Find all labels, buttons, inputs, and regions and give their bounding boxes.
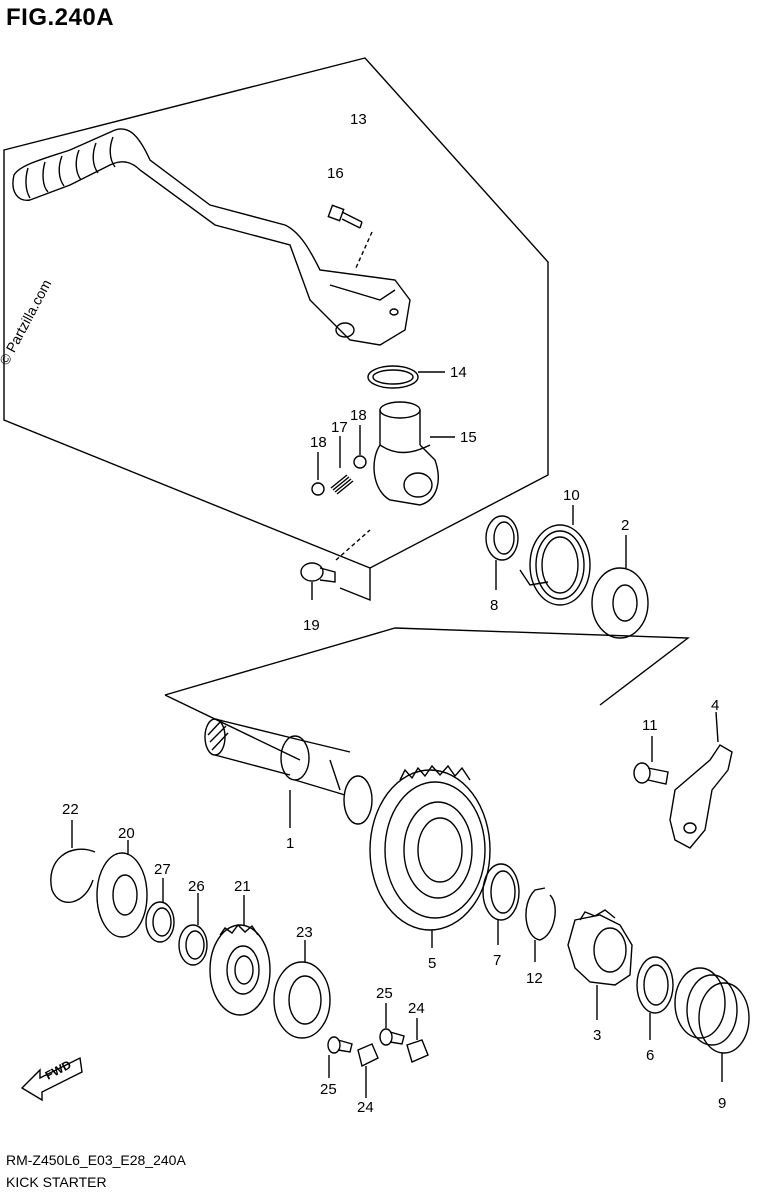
plate-24b <box>406 1018 429 1063</box>
kick-shaft-1 <box>204 718 373 828</box>
bolt-25b <box>379 1003 405 1046</box>
callout-19: 19 <box>303 617 320 634</box>
bolt-11 <box>633 736 669 785</box>
callout-24a: 24 <box>357 1099 374 1116</box>
callout-13: 13 <box>350 111 367 128</box>
callout-20: 20 <box>118 825 135 842</box>
kick-gear-5 <box>369 764 491 948</box>
callouts: 13 16 14 15 18 17 18 10 2 8 19 4 11 1 22… <box>62 111 726 1116</box>
fwd-arrow: FWD <box>20 1056 83 1102</box>
guide-plate-4 <box>669 711 733 849</box>
circlip-12 <box>525 887 556 962</box>
callout-24b: 24 <box>408 1000 425 1017</box>
washer-23 <box>273 940 331 1039</box>
spring-17 <box>330 474 354 495</box>
callout-16: 16 <box>327 165 344 182</box>
callout-18b: 18 <box>350 407 367 424</box>
kick-lever-frame-lower <box>339 568 371 602</box>
callout-22: 22 <box>62 801 79 818</box>
kick-shaft-15 <box>373 401 455 506</box>
o-ring-14 <box>367 365 419 389</box>
bolt-25a <box>327 1036 353 1078</box>
callout-27: 27 <box>154 861 171 878</box>
callout-11: 11 <box>642 717 658 734</box>
ball-18a <box>311 482 325 496</box>
callout-3: 3 <box>593 1027 601 1044</box>
callout-14: 14 <box>450 364 467 381</box>
plate-20 <box>96 840 148 938</box>
washer-27 <box>145 878 175 943</box>
circlip-22 <box>50 820 96 903</box>
washer-26 <box>178 893 208 966</box>
callout-7: 7 <box>493 952 501 969</box>
callout-23: 23 <box>296 924 313 941</box>
shaft-frame <box>164 627 690 761</box>
callout-10: 10 <box>563 487 580 504</box>
section-title: KICK STARTER <box>6 1174 107 1190</box>
washer-6 <box>636 956 674 1040</box>
bolt-16 <box>327 204 373 271</box>
callout-6: 6 <box>646 1047 654 1064</box>
kick-lever <box>12 128 411 346</box>
callout-2: 2 <box>621 517 629 534</box>
callout-12: 12 <box>526 970 543 987</box>
figure-code: RM-Z450L6_E03_E28_240A <box>6 1152 186 1168</box>
callout-4: 4 <box>711 697 719 714</box>
washer-8 <box>485 515 519 590</box>
callout-9: 9 <box>718 1095 726 1112</box>
ball-18b <box>353 455 367 469</box>
callout-18a: 18 <box>310 434 327 451</box>
washer-7 <box>482 863 520 945</box>
callout-5: 5 <box>428 955 436 972</box>
callout-25b: 25 <box>376 985 393 1002</box>
bolt-19 <box>300 529 371 600</box>
callout-17: 17 <box>331 419 348 436</box>
spring-10 <box>519 505 591 606</box>
callout-25a: 25 <box>320 1081 337 1098</box>
callout-26: 26 <box>188 878 205 895</box>
callout-21: 21 <box>234 878 251 895</box>
figure-title: FIG.240A <box>6 4 115 31</box>
callout-1: 1 <box>286 835 294 852</box>
plate-2 <box>591 535 649 639</box>
kick-lever-frame <box>3 57 549 569</box>
callout-8: 8 <box>490 597 498 614</box>
ratchet-3 <box>567 909 633 1020</box>
plate-24a <box>357 1043 379 1098</box>
callout-15: 15 <box>460 429 477 446</box>
idle-gear-21 <box>209 895 271 1016</box>
spring-9 <box>674 967 750 1082</box>
